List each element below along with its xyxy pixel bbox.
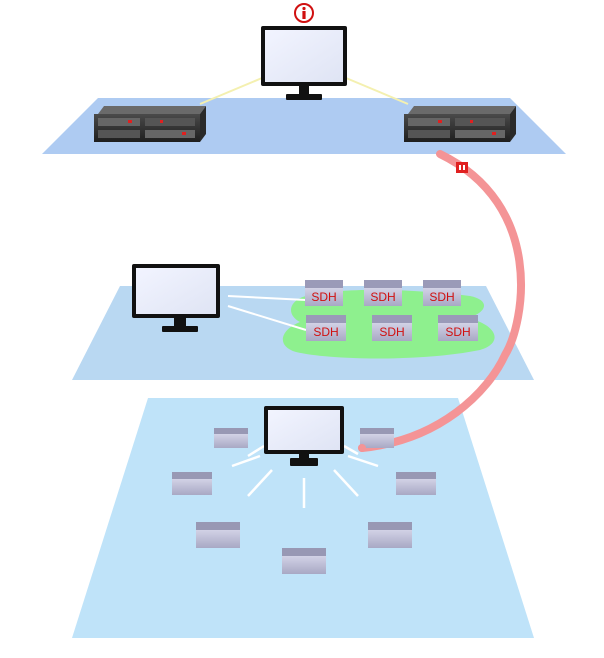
network-node[interactable] xyxy=(282,548,326,574)
network-node[interactable] xyxy=(214,428,248,448)
sdh-node[interactable]: SDH xyxy=(364,280,402,306)
server-rack-right[interactable] xyxy=(404,106,516,142)
alarm-indicator-icon[interactable] xyxy=(456,162,468,173)
svg-text:SDH: SDH xyxy=(429,290,454,304)
sdh-node[interactable]: SDH xyxy=(438,315,478,341)
network-node[interactable] xyxy=(172,472,212,495)
link-line xyxy=(227,305,307,331)
network-node[interactable] xyxy=(360,428,394,448)
middle-monitor[interactable] xyxy=(132,264,220,332)
svg-text:SDH: SDH xyxy=(313,325,338,339)
server-rack-left[interactable] xyxy=(94,106,206,142)
sdh-node[interactable]: SDH xyxy=(305,280,343,306)
inter-layer-link[interactable] xyxy=(358,150,525,452)
link-line xyxy=(345,77,409,105)
network-node[interactable] xyxy=(196,522,240,548)
bottom-monitor[interactable] xyxy=(264,406,344,466)
sdh-node[interactable]: SDH xyxy=(423,280,461,306)
link-line xyxy=(227,295,307,301)
link-endpoint xyxy=(358,444,366,452)
top-monitor[interactable] xyxy=(261,26,347,100)
svg-text:SDH: SDH xyxy=(379,325,404,339)
sdh-node[interactable]: SDH xyxy=(306,315,346,341)
svg-text:SDH: SDH xyxy=(370,290,395,304)
bottom-layer-plane xyxy=(72,398,534,638)
sdh-node[interactable]: SDH xyxy=(372,315,412,341)
radial-links xyxy=(231,444,379,508)
network-node[interactable] xyxy=(396,472,436,495)
network-node[interactable] xyxy=(368,522,412,548)
link-line xyxy=(199,77,263,105)
svg-text:SDH: SDH xyxy=(445,325,470,339)
svg-text:SDH: SDH xyxy=(311,290,336,304)
info-alert-icon[interactable] xyxy=(294,3,314,23)
